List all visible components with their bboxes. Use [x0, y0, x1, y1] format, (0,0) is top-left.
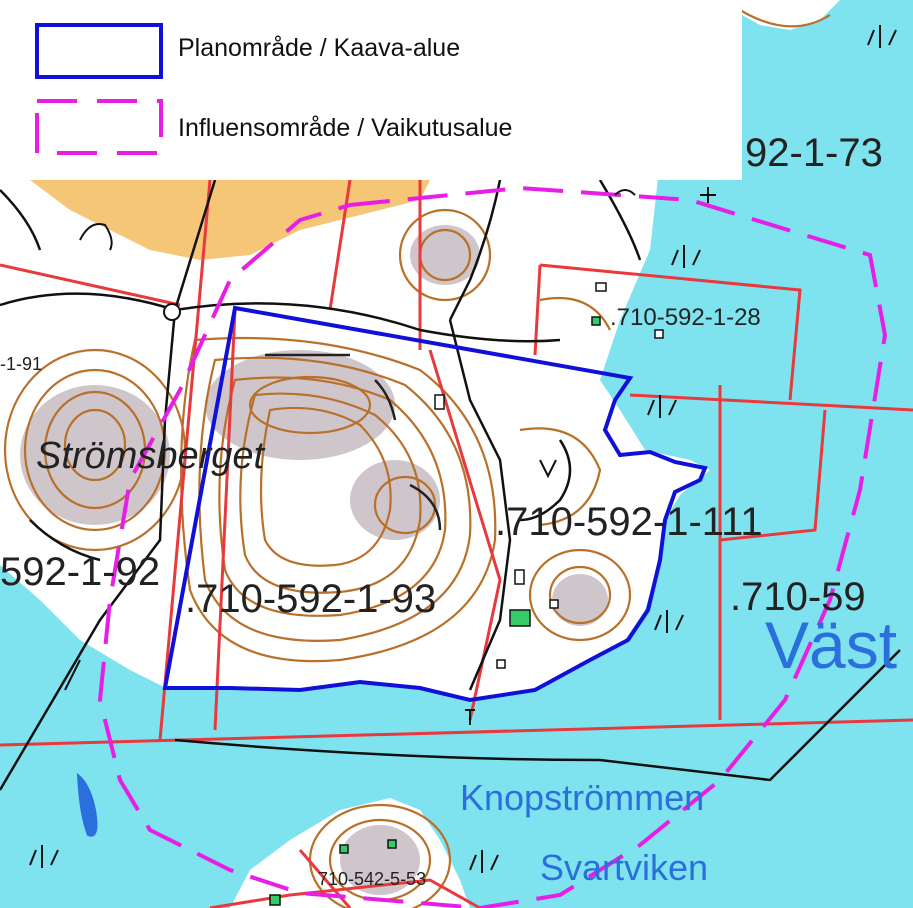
place-name-hill: Strömsberget — [36, 435, 266, 477]
water-label-vast: Väst — [765, 608, 897, 682]
parcel-label-93: .710-592-1-93 — [185, 577, 436, 621]
map-legend: Planområde / Kaava-alue Influensområde /… — [0, 0, 742, 180]
property-boundaries — [0, 179, 913, 908]
map-symbols — [64, 187, 716, 725]
water-label-svartviken: Svartviken — [540, 847, 708, 888]
parcel-label-53: 710-542-5-53 — [318, 869, 426, 889]
plan-area-swatch-icon — [35, 23, 163, 79]
buildings — [269, 282, 664, 906]
parcel-label-28: .710-592-1-28 — [610, 304, 761, 331]
parcel-label-91: -1-91 — [0, 354, 42, 374]
plan-area-boundary — [162, 305, 708, 703]
legend-label-plan-area: Planområde / Kaava-alue — [178, 34, 461, 62]
cliff-marks — [265, 353, 442, 531]
parcel-label-59: .710-59 — [730, 575, 866, 619]
legend-label-influence-area: Influensområde / Vaikutusalue — [178, 114, 513, 142]
water-label-knopstrommen: Knopströmmen — [460, 777, 704, 818]
parcel-label-111: .710-592-1-111 — [495, 500, 763, 544]
parcel-label-73: 92-1-73 — [745, 131, 883, 175]
parcel-label-92: 592-1-92 — [0, 550, 160, 594]
field-area — [30, 180, 430, 260]
influence-area-boundary — [97, 185, 888, 908]
roads — [0, 179, 901, 791]
marsh-symbols — [29, 25, 897, 873]
small-lake — [76, 772, 98, 837]
influence-area-swatch-icon — [35, 99, 163, 155]
